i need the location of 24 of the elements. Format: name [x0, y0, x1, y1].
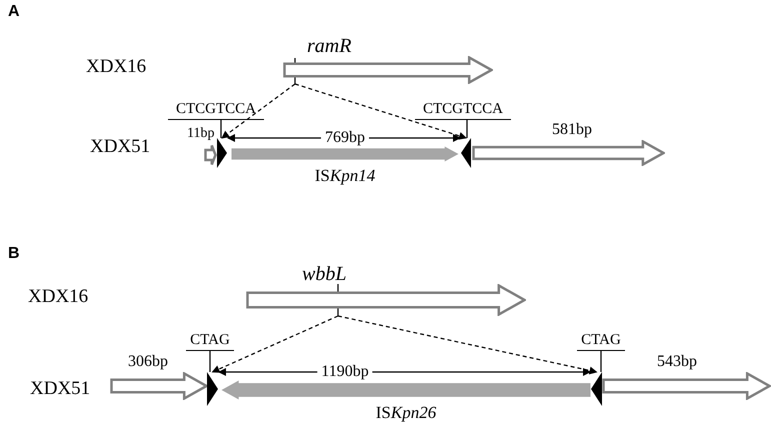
length-label: 543bp — [657, 354, 697, 370]
length-label: 581bp — [552, 122, 592, 138]
strain-name: XDX16 — [28, 287, 88, 306]
strain-name: XDX16 — [86, 57, 146, 76]
target-site-sequence: CTAG — [186, 331, 234, 351]
gene-name: wbbL — [302, 264, 346, 284]
gene-name: ramR — [307, 36, 352, 56]
panel-letter: B — [8, 246, 20, 262]
strain-name: XDX51 — [90, 137, 150, 156]
insertion-arrow — [294, 83, 467, 140]
insertion-arrow — [338, 315, 598, 374]
panel-letter: A — [8, 4, 20, 20]
edge-label: 1190bp — [317, 364, 373, 380]
element-name: ISKpn14 — [314, 167, 376, 184]
length-label: 306bp — [128, 354, 168, 370]
element-name: ISKpn26 — [374, 404, 438, 421]
target-site-sequence: CTAG — [577, 331, 625, 351]
strain-name: XDX51 — [30, 379, 90, 398]
insertion-arrow — [221, 84, 296, 139]
target-site-sequence: CTCGTCCA — [168, 100, 264, 120]
length-label: 11bp — [187, 127, 214, 141]
edge-label: 769bp — [321, 130, 369, 146]
target-site-sequence: CTCGTCCA — [415, 100, 511, 120]
insertion-arrow — [212, 315, 338, 373]
